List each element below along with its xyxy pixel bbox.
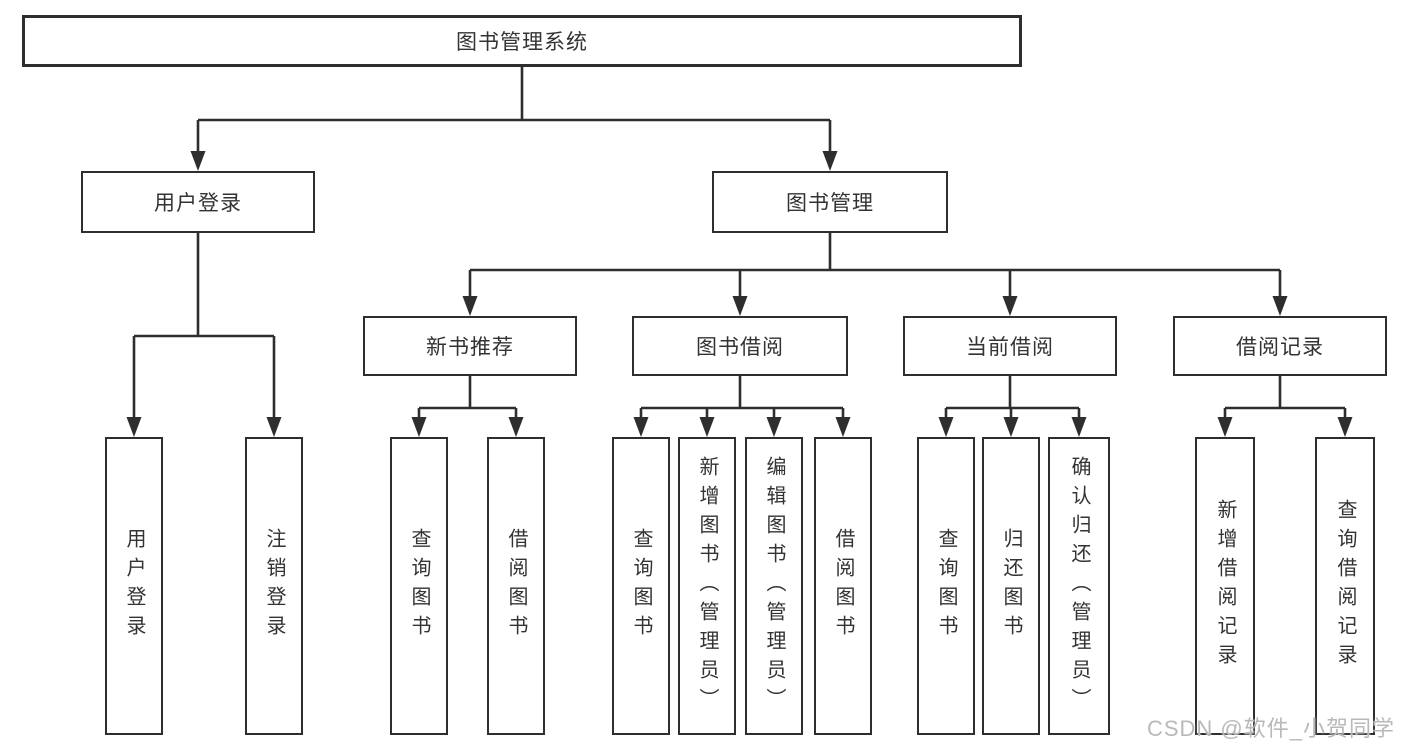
connector-root-to-level2 [196,67,832,153]
connector-records-to-leaves [1223,376,1347,419]
arrow-icon [1272,296,1288,316]
arrow-icon [835,417,851,437]
arrow-icon [508,417,524,437]
node-user-login-branch: 用户登录 [81,171,315,233]
arrow-icon [126,417,142,437]
arrow-icon [766,417,782,437]
leaf-rec-borrow-books: 借阅图书 [487,437,545,735]
leaf-current-query-books: 查询图书 [917,437,975,735]
node-current-borrowing: 当前借阅 [903,316,1117,376]
arrow-icon [822,151,838,171]
arrow-icon [699,417,715,437]
arrow-icon [1003,417,1019,437]
connector-recommend-to-leaves [417,376,518,419]
node-new-book-recommend: 新书推荐 [363,316,577,376]
arrow-icon [1337,417,1353,437]
node-library-management-system: 图书管理系统 [22,15,1022,67]
watermark: CSDN @软件_小贺同学 [1146,716,1395,741]
connector-userlogin-to-children [132,233,276,419]
connector-borrowing-to-leaves [639,376,845,419]
leaf-rec-query-books: 查询图书 [390,437,448,735]
node-book-management-branch: 图书管理 [712,171,948,233]
node-borrow-records: 借阅记录 [1173,316,1387,376]
leaf-borrow-query-books: 查询图书 [612,437,670,735]
leaf-logout: 注销登录 [245,437,303,735]
connector-current-to-leaves [944,376,1081,419]
leaf-records-add-borrow-record: 新增借阅记录 [1195,437,1255,735]
leaf-borrow-borrow-books: 借阅图书 [814,437,872,735]
arrow-icon [633,417,649,437]
arrow-icon [732,296,748,316]
arrow-icon [462,296,478,316]
leaf-current-return-books: 归还图书 [982,437,1040,735]
arrow-icon [411,417,427,437]
arrow-icon [190,151,206,171]
node-book-borrowing: 图书借阅 [632,316,848,376]
connector-bookmgmt-to-sections [468,233,1282,298]
arrow-icon [266,417,282,437]
leaf-current-confirm-return-admin: 确认归还（管理员） [1048,437,1110,735]
arrowheads [126,151,1353,437]
leaf-borrow-add-books-admin: 新增图书（管理员） [678,437,736,735]
leaf-user-login: 用户登录 [105,437,163,735]
arrow-icon [1002,296,1018,316]
leaf-records-query-borrow-record: 查询借阅记录 [1315,437,1375,735]
leaf-borrow-edit-books-admin: 编辑图书（管理员） [745,437,803,735]
arrow-icon [1217,417,1233,437]
arrow-icon [938,417,954,437]
arrow-icon [1071,417,1087,437]
